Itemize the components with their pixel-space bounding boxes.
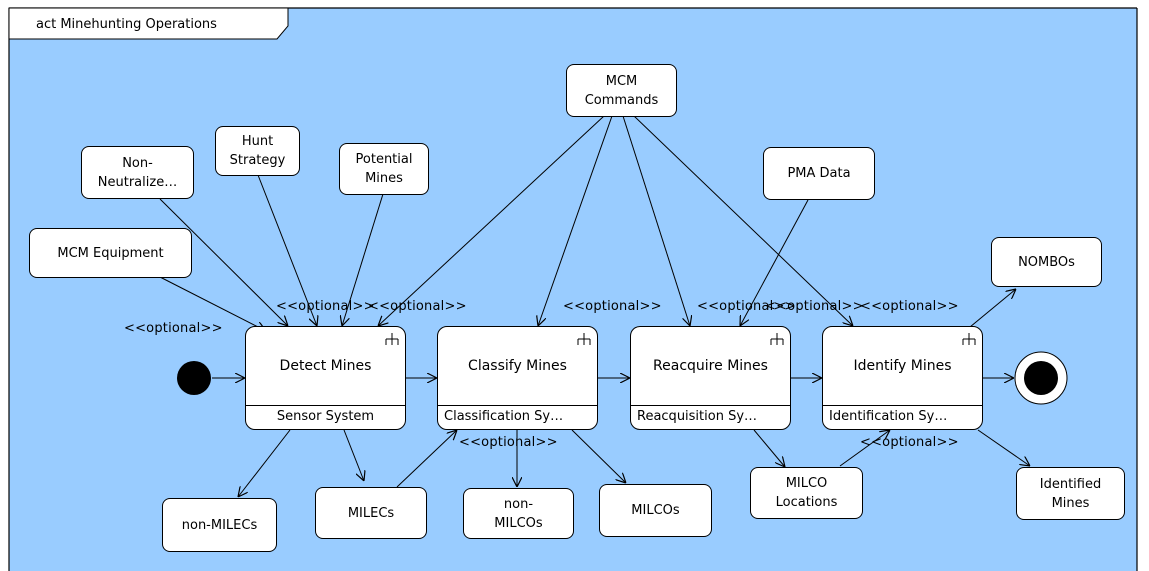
edge-milecs-classify — [396, 430, 457, 488]
action-divider — [246, 405, 405, 406]
edge-commands-classify — [538, 115, 613, 326]
pin-non-neutralize[interactable]: Non- Neutralize… — [81, 146, 194, 199]
action-detect-mines[interactable]: Detect Mines Sensor System — [245, 326, 406, 430]
edge-milcolocations-identify — [839, 430, 890, 467]
stereotype-label: <<optional>> — [860, 435, 959, 450]
pin-non-milecs[interactable]: non-MILECs — [162, 498, 277, 552]
edge-potential-detect — [342, 193, 384, 326]
pin-non-milcos[interactable]: non- MILCOs — [463, 488, 574, 539]
stereotype-label: <<optional>> — [276, 299, 375, 314]
call-behavior-rake-icon — [962, 333, 976, 345]
edges — [159, 115, 1030, 497]
action-name: Identify Mines — [853, 358, 952, 374]
edge-pma-reacquire — [740, 199, 809, 326]
pin-identified-mines[interactable]: Identified Mines — [1016, 467, 1125, 520]
action-identify-mines[interactable]: Identify Mines Identification Sy… — [822, 326, 983, 430]
call-behavior-rake-icon — [385, 333, 399, 345]
stereotype-label: <<optional>> — [368, 299, 467, 314]
action-classify-mines[interactable]: Classify Mines Classification Sy… — [437, 326, 598, 430]
pin-milecs[interactable]: MILECs — [315, 487, 427, 539]
edge-classify-milcos — [571, 429, 626, 483]
stereotype-label: <<optional>> — [860, 299, 959, 314]
pin-hunt-strategy[interactable]: Hunt Strategy — [215, 126, 300, 176]
stereotype-label: <<optional>> — [697, 299, 796, 314]
action-partition: Identification Sy… — [829, 409, 948, 424]
edge-commands-detect — [378, 115, 605, 326]
pin-nombos[interactable]: NOMBOs — [991, 237, 1102, 287]
pin-mcm-commands[interactable]: MCM Commands — [566, 64, 677, 117]
action-name: Classify Mines — [468, 358, 567, 374]
pin-potential-mines[interactable]: Potential Mines — [339, 143, 429, 195]
pin-pma-data[interactable]: PMA Data — [763, 147, 875, 200]
action-partition: Reacquisition Sy… — [637, 409, 758, 424]
action-partition: Classification Sy… — [444, 409, 564, 424]
action-divider — [631, 405, 790, 406]
pin-mcm-equipment[interactable]: MCM Equipment — [29, 228, 192, 278]
stereotype-label: <<optional>> — [765, 299, 864, 314]
edge-identify-identified — [977, 429, 1030, 466]
action-divider — [438, 405, 597, 406]
action-name: Reacquire Mines — [653, 358, 768, 374]
stereotype-label: <<optional>> — [459, 435, 558, 450]
initial-node — [177, 361, 211, 395]
action-reacquire-mines[interactable]: Reacquire Mines Reacquisition Sy… — [630, 326, 791, 430]
edge-detect-milecs — [343, 429, 364, 481]
action-divider — [823, 405, 982, 406]
action-partition: Sensor System — [276, 409, 375, 424]
edge-identify-nombos — [969, 289, 1016, 328]
call-behavior-rake-icon — [770, 333, 784, 345]
pin-milcos[interactable]: MILCOs — [599, 484, 712, 537]
frame-title: act Minehunting Operations — [36, 17, 217, 32]
frame-label-tab — [8, 7, 289, 40]
edge-detect-nonmilecs — [238, 429, 291, 497]
edge-equipment-detect — [159, 276, 266, 331]
call-behavior-rake-icon — [577, 333, 591, 345]
edge-commands-identify — [633, 115, 853, 326]
edge-hunt-detect — [257, 174, 317, 326]
edge-nonneutral-detect — [159, 198, 288, 326]
edge-commands-reacquire — [622, 115, 690, 326]
stereotype-label: <<optional>> — [563, 299, 662, 314]
pin-milco-locations[interactable]: MILCO Locations — [750, 467, 863, 519]
edge-reacquire-milcolocations — [753, 429, 785, 467]
action-name: Detect Mines — [279, 358, 372, 374]
stereotype-label: <<optional>> — [124, 321, 223, 336]
